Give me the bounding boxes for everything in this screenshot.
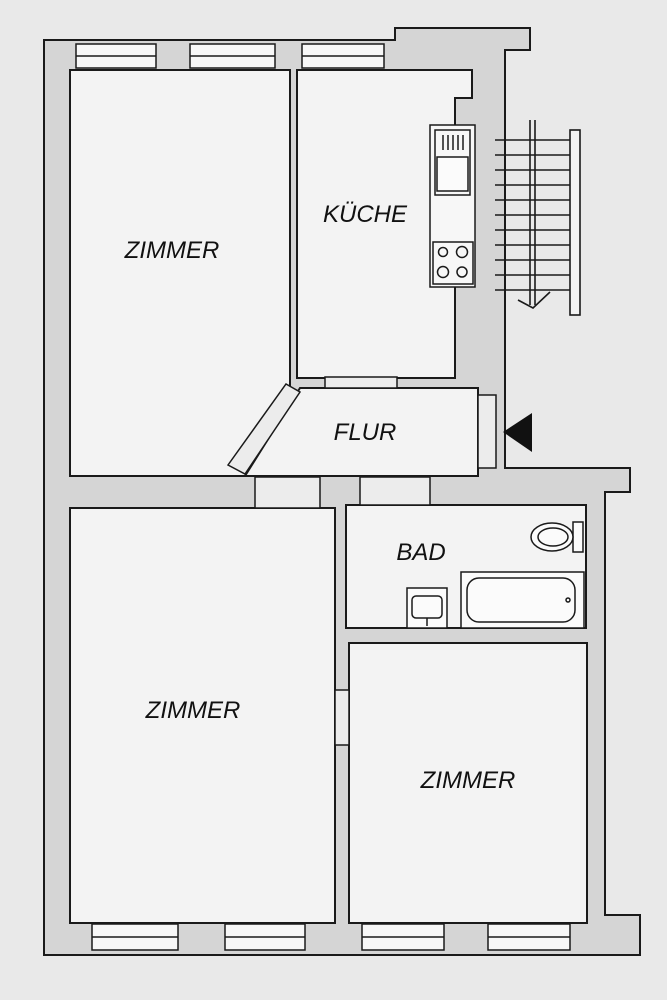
kitchen-fixtures bbox=[429, 124, 476, 288]
room-label-zimmer-3: ZIMMER bbox=[420, 767, 516, 794]
door-opening bbox=[477, 394, 497, 469]
room-label-bad: BAD bbox=[396, 539, 445, 566]
windows bbox=[75, 43, 571, 951]
room-label-zimmer-2: ZIMMER bbox=[145, 697, 241, 724]
bathroom-fixtures bbox=[406, 521, 585, 629]
doors bbox=[226, 376, 497, 746]
rooms bbox=[69, 69, 588, 924]
room-label-kueche: KÜCHE bbox=[323, 201, 408, 228]
sink-drain-lines bbox=[442, 135, 464, 150]
bathtub-icon bbox=[460, 571, 585, 629]
room-kueche bbox=[296, 69, 473, 379]
room-zimmer-3 bbox=[348, 642, 588, 924]
room-label-zimmer-1: ZIMMER bbox=[124, 237, 220, 264]
door-opening bbox=[254, 476, 321, 509]
entrance-arrow-icon bbox=[503, 413, 532, 452]
room-zimmer-2 bbox=[69, 507, 336, 924]
room-zimmer-1 bbox=[69, 69, 291, 477]
staircase bbox=[495, 120, 581, 316]
room-label-flur: FLUR bbox=[334, 419, 397, 446]
washbasin-icon bbox=[406, 587, 448, 629]
stair-direction-arrow bbox=[517, 291, 551, 309]
door-opening bbox=[324, 376, 398, 389]
door-opening bbox=[226, 383, 302, 475]
door-opening bbox=[334, 689, 350, 746]
door-opening bbox=[359, 476, 431, 506]
toilet-icon bbox=[530, 521, 584, 553]
room-labels: ZIMMER KÜCHE FLUR BAD ZIMMER ZIMMER bbox=[124, 201, 516, 794]
